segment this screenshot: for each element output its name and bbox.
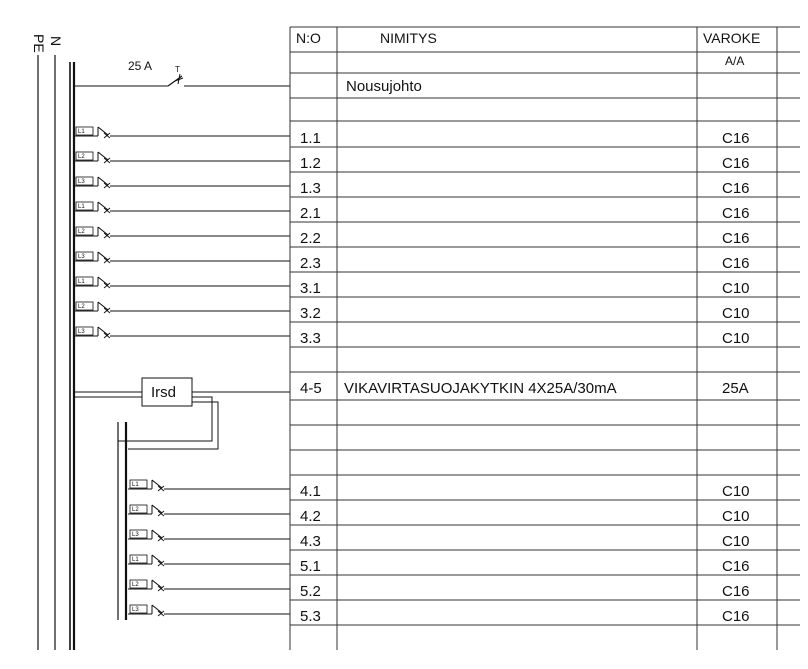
fuse-rating: C16 [722,155,750,172]
circuit-number: 4.1 [300,483,321,500]
fuse-rating: C16 [722,230,750,247]
circuit-number: 1.2 [300,155,321,172]
rcd-assembly [74,377,290,620]
phase-label: L3 [78,329,85,335]
upper-row: 2.3 C16 [300,255,750,272]
pe-bus-label: PE [31,34,47,53]
lower-row: 5.1 C16 [300,558,750,575]
breaker-2.2: L2 [74,226,290,239]
upper-row: 1.1 C16 [300,130,750,147]
phase-label: L2 [132,582,139,588]
upper-row: 2.1 C16 [300,205,750,222]
phase-label: L3 [78,254,85,260]
phase-label: L2 [132,507,139,513]
circuit-number: 2.1 [300,205,321,222]
fuse-rating: C16 [722,130,750,147]
phase-label: L3 [78,179,85,185]
bus-bars [37,55,76,650]
phase-label: L1 [132,482,139,488]
fuse-rating: C16 [722,255,750,272]
lower-row: 4.2 C10 [300,508,750,525]
circuit-number: 3.2 [300,305,321,322]
upper-row: 3.3 C10 [300,330,750,347]
subheader-fuse: A/A [725,54,744,68]
circuit-number: 2.3 [300,255,321,272]
header-name: NIMITYS [380,30,437,46]
circuit-number: 1.1 [300,130,321,147]
fuse-rating: C10 [722,305,750,322]
upper-row: 1.3 C16 [300,180,750,197]
upper-row: 1.2 C16 [300,155,750,172]
phase-label: L3 [132,607,139,613]
fuse-rating: C16 [722,583,750,600]
rcd-row-name: VIKAVIRTASUOJAKYTKIN 4X25A/30mA [344,380,617,397]
phase-label: L1 [78,129,85,135]
breaker-5.1: L1 [128,554,290,567]
breaker-5.2: L2 [128,579,290,592]
breaker-1.1: L1 [74,126,290,139]
circuit-number: 4.3 [300,533,321,550]
feeder-title: Nousujohto [346,78,422,95]
circuit-number: 1.3 [300,180,321,197]
breaker-1.2: L2 [74,151,290,164]
breaker-3.2: L2 [74,301,290,314]
main-breaker: 25 A T [74,59,290,87]
main-breaker-mark: T [175,65,180,74]
fuse-rating: C10 [722,280,750,297]
circuit-number: 3.1 [300,280,321,297]
breaker-2.1: L1 [74,201,290,214]
fuse-rating: C16 [722,205,750,222]
breaker-2.3: L3 [74,251,290,264]
breaker-4.3: L3 [128,529,290,542]
lower-row: 5.3 C16 [300,608,750,625]
fuse-rating: C10 [722,533,750,550]
breaker-1.3: L3 [74,176,290,189]
circuit-number: 4.2 [300,508,321,525]
n-bus-label: N [48,36,64,46]
circuit-number: 5.1 [300,558,321,575]
rcd-label: Irsd [151,384,176,401]
circuit-number: 3.3 [300,330,321,347]
circuit-number: 2.2 [300,230,321,247]
breaker-4.1: L1 [128,479,290,492]
breaker-3.1: L1 [74,276,290,289]
phase-label: L2 [78,229,85,235]
phase-label: L2 [78,304,85,310]
phase-label: L1 [78,204,85,210]
phase-label: L3 [132,532,139,538]
rcd-row-fuse: 25A [722,380,749,397]
header-no: N:O [296,30,321,46]
fuse-rating: C10 [722,508,750,525]
upper-row: 3.1 C10 [300,280,750,297]
lower-row: 5.2 C16 [300,583,750,600]
breaker-5.3: L3 [128,604,290,617]
header-fuse: VAROKE [703,30,760,46]
fuse-rating: C16 [722,180,750,197]
lower-row: 4.1 C10 [300,483,750,500]
phase-label: L2 [78,154,85,160]
upper-row: 3.2 C10 [300,305,750,322]
fuse-rating: C16 [722,558,750,575]
main-breaker-rating: 25 A [128,59,152,73]
rcd-row-no: 4-5 [300,380,322,397]
phase-label: L1 [78,279,85,285]
circuit-number: 5.3 [300,608,321,625]
breaker-4.2: L2 [128,504,290,517]
fuse-rating: C16 [722,608,750,625]
fuse-rating: C10 [722,330,750,347]
phase-label: L1 [132,557,139,563]
circuit-table-grid [289,26,800,650]
rcd-box [141,377,193,407]
upper-row: 2.2 C16 [300,230,750,247]
breaker-3.3: L3 [74,326,290,339]
fuse-rating: C10 [722,483,750,500]
circuit-number: 5.2 [300,583,321,600]
lower-row: 4.3 C10 [300,533,750,550]
